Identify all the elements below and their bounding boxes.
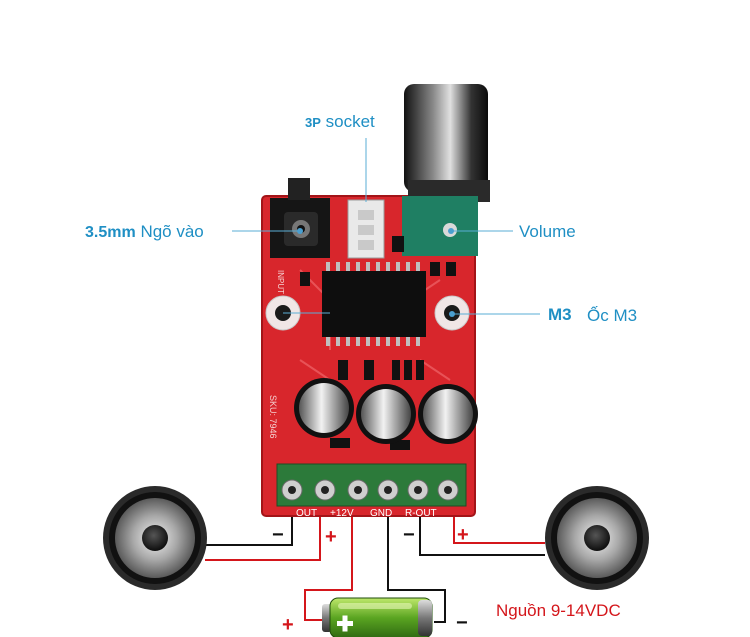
label-socket-word: socket [325, 112, 375, 131]
sign-right-plus: + [457, 524, 469, 546]
label-3p-socket: 3P socket [305, 112, 375, 132]
battery [322, 597, 433, 637]
left-speaker-positive-wire [205, 505, 321, 561]
label-3p-prefix: 3P [305, 115, 321, 130]
label-input-word: Ngõ vào [140, 222, 204, 241]
capacitor-3 [418, 384, 478, 444]
left-speaker [103, 486, 207, 590]
sign-battery-minus: − [456, 612, 468, 634]
capacitor-1 [294, 378, 354, 438]
label-m3-screw: Ốc M3 [587, 306, 638, 325]
volume-potentiometer [402, 84, 490, 256]
sign-battery-plus: + [282, 614, 294, 636]
audio-jack-3-5mm [270, 178, 330, 258]
leader-lines [232, 138, 540, 315]
right-speaker-negative-wire [419, 505, 545, 556]
sign-left-minus: − [272, 524, 284, 546]
right-speaker [545, 486, 649, 590]
label-input-prefix: 3.5mm [85, 224, 136, 241]
silk-input: INPUT [276, 270, 285, 294]
label-power: Nguồn 9-14VDC [496, 601, 621, 620]
silk-12v: +12V [330, 508, 354, 519]
label-volume: Volume [519, 222, 576, 241]
power-positive-wire [304, 505, 353, 621]
amplifier-chip [322, 262, 426, 346]
silk-r-out: R-OUT [405, 508, 437, 519]
screw-terminal-block [276, 463, 467, 507]
three-pin-socket [347, 199, 385, 259]
left-speaker-negative-wire [205, 505, 293, 546]
mounting-hole-right [434, 295, 470, 331]
silk-gnd: GND [370, 508, 392, 519]
label-m3-prefix: M3 [548, 305, 572, 324]
amplifier-board: INPUT [261, 84, 490, 519]
silk-out-l: OUT [296, 508, 317, 519]
smd-components [300, 236, 456, 450]
label-input: 3.5mm Ngõ vào [85, 222, 204, 242]
wires [205, 505, 545, 623]
capacitor-2 [356, 384, 416, 444]
silk-sku: SKU: 7946 [268, 395, 278, 439]
right-speaker-positive-wire [453, 505, 545, 544]
power-ground-wire [387, 505, 446, 623]
sign-right-minus: − [403, 524, 415, 546]
sign-left-plus: + [325, 526, 337, 548]
